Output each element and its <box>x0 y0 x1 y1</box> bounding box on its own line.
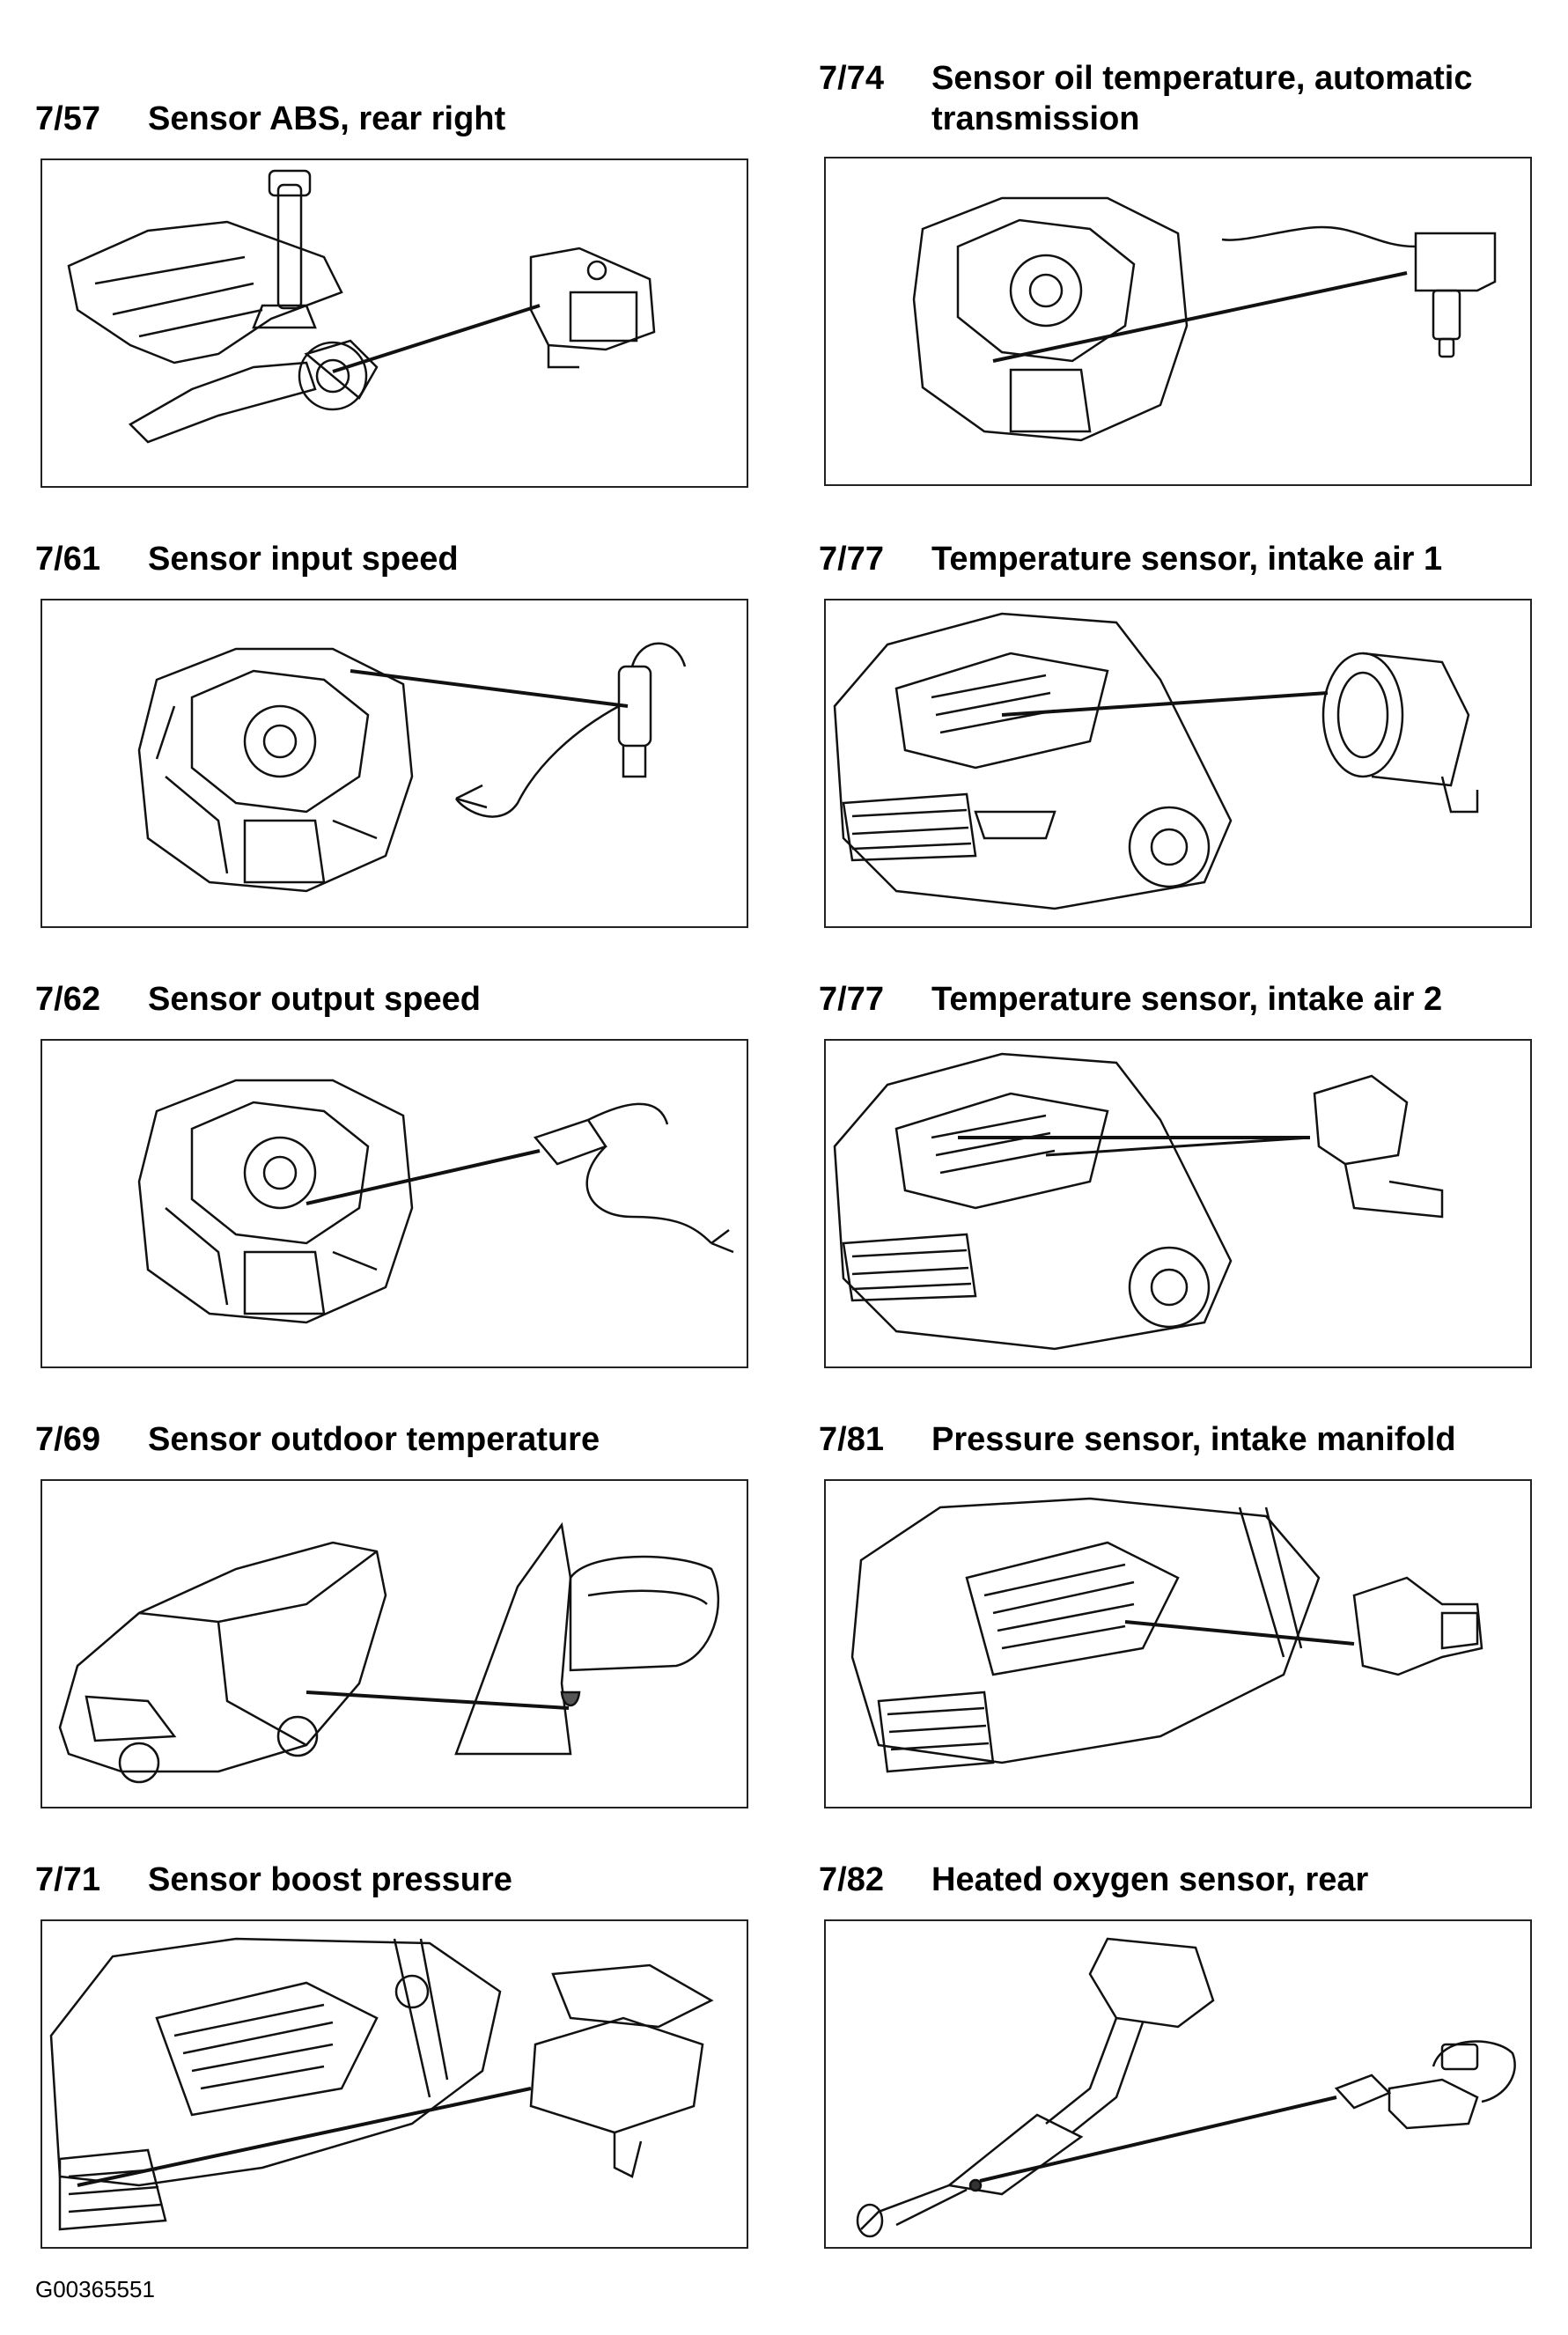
panel-number: 7/81 <box>819 1421 884 1458</box>
panel-title: Sensor input speed <box>148 541 459 578</box>
panel-heated-oxygen-rear: 7/82 Heated oxygen sensor, rear <box>819 1860 1532 2249</box>
panel-intake-air-2: 7/77 Temperature sensor, intake air 2 <box>819 979 1532 1368</box>
engine-bay-map-sensor-illustration <box>850 1497 1483 1773</box>
engine-bay-boost-sensor-illustration <box>49 1937 714 2231</box>
car-mirror-outdoor-temp-sensor-illustration <box>58 1521 719 1784</box>
panel-title: Temperature sensor, intake air 1 <box>931 541 1443 578</box>
transmission-oil-temp-sensor-illustration <box>912 196 1497 442</box>
figure-code: G00365551 <box>35 2276 155 2302</box>
panel-number: 7/77 <box>819 541 884 578</box>
car-engine-bay-intake-air-sensor-illustration <box>833 612 1479 910</box>
panel-number: 7/82 <box>819 1861 884 1898</box>
illustration-frame <box>824 1039 1532 1368</box>
rear-axle-abs-sensor-illustration <box>67 169 656 444</box>
panel-title: Sensor output speed <box>148 981 481 1018</box>
panel-number: 7/74 <box>819 60 884 97</box>
illustration-frame <box>40 599 748 928</box>
panel-number: 7/62 <box>35 981 100 1018</box>
panel-number: 7/71 <box>35 1861 100 1898</box>
illustration-frame <box>40 158 748 488</box>
panel-oil-temp-transmission: 7/74 Sensor oil temperature, automatic t… <box>819 58 1532 486</box>
illustration-frame <box>824 157 1532 486</box>
panel-title: Pressure sensor, intake manifold <box>931 1421 1456 1458</box>
panel-number: 7/77 <box>819 981 884 1018</box>
panel-pressure-intake-manifold: 7/81 Pressure sensor, intake manifold <box>819 1419 1532 1808</box>
panel-intake-air-1: 7/77 Temperature sensor, intake air 1 <box>819 539 1532 928</box>
panel-title: Sensor ABS, rear right <box>148 100 506 137</box>
illustration-frame <box>824 1479 1532 1808</box>
illustration-frame <box>40 1479 748 1808</box>
panel-number: 7/69 <box>35 1421 100 1458</box>
exhaust-oxygen-sensor-illustration <box>856 1937 1516 2238</box>
illustration-frame <box>40 1919 748 2249</box>
illustration-frame <box>824 599 1532 928</box>
panel-input-speed: 7/61 Sensor input speed <box>35 539 748 928</box>
panel-output-speed: 7/62 Sensor output speed <box>35 979 748 1368</box>
panel-abs-rear-right: 7/57 Sensor ABS, rear right <box>35 99 748 488</box>
car-engine-bay-intake-air-sensor-2-illustration <box>833 1052 1444 1351</box>
panel-outdoor-temperature: 7/69 Sensor outdoor temperature <box>35 1419 748 1808</box>
transmission-output-speed-sensor-illustration <box>137 1079 734 1324</box>
illustration-frame <box>824 1919 1532 2249</box>
panel-boost-pressure: 7/71 Sensor boost pressure <box>35 1860 748 2249</box>
panel-title: Sensor outdoor temperature <box>148 1421 600 1458</box>
panel-title-line2: transmission <box>931 100 1140 137</box>
panel-title: Sensor oil temperature, automatic <box>931 60 1473 97</box>
panel-number: 7/57 <box>35 100 100 137</box>
panel-title: Heated oxygen sensor, rear <box>931 1861 1369 1898</box>
panel-title: Temperature sensor, intake air 2 <box>931 981 1443 1018</box>
panel-title: Sensor boost pressure <box>148 1861 512 1898</box>
illustration-frame <box>40 1039 748 1368</box>
transmission-input-speed-sensor-illustration <box>137 642 687 893</box>
panel-number: 7/61 <box>35 541 100 578</box>
